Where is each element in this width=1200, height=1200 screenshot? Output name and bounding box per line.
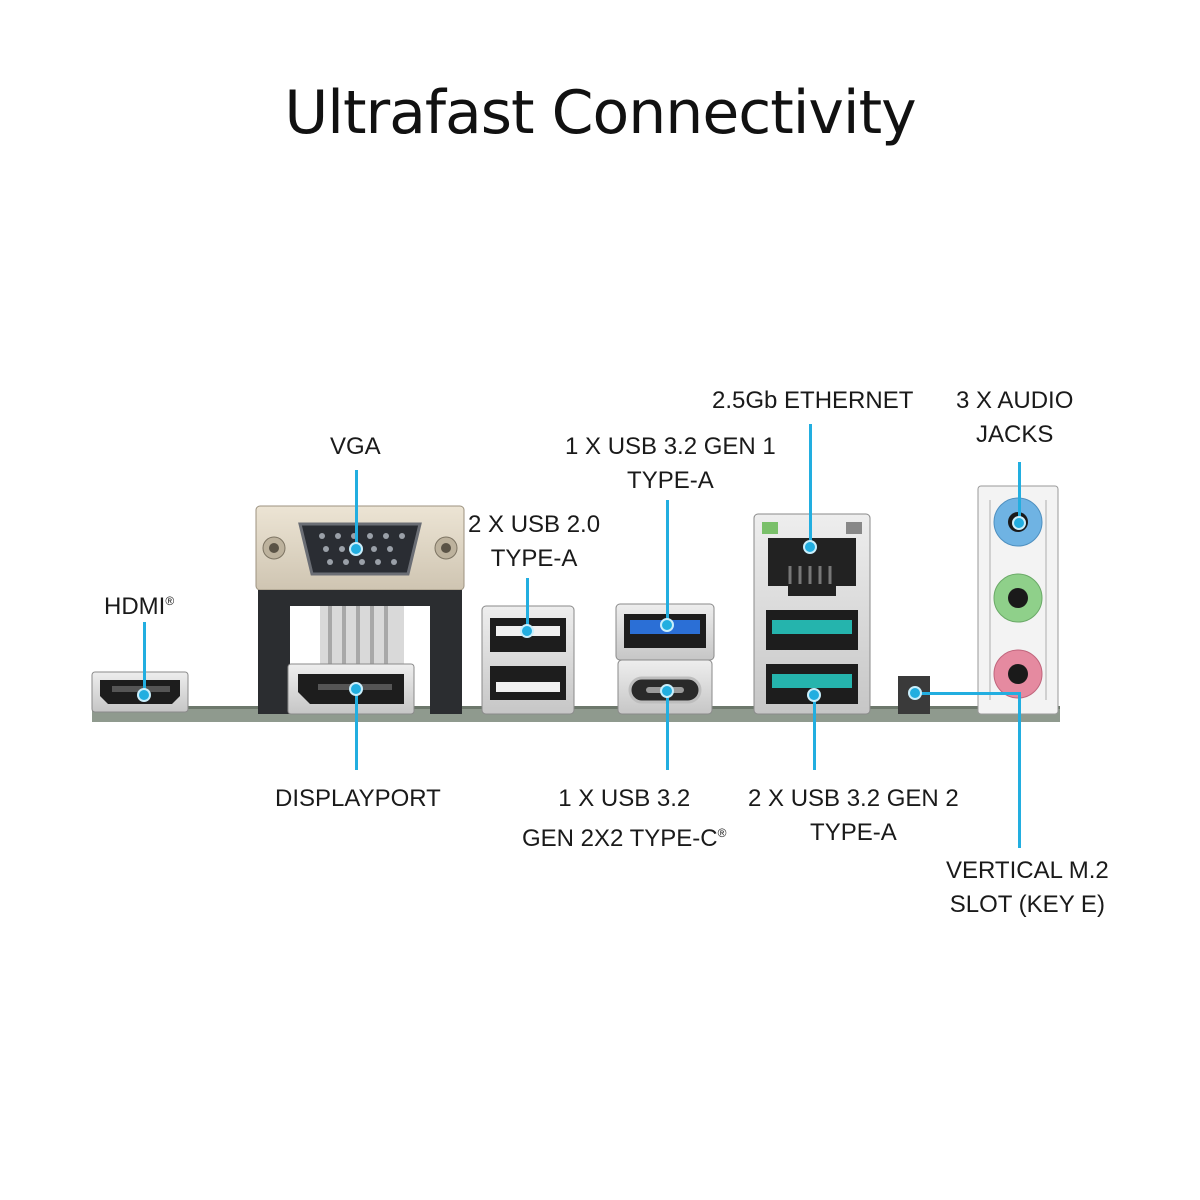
leader-hdmi-dot — [137, 688, 151, 702]
leader-hdmi — [143, 622, 146, 694]
label-audio: 3 X AUDIO JACKS — [956, 387, 1074, 448]
label-vga: VGA — [330, 433, 381, 460]
leader-audio-dot — [1012, 516, 1026, 530]
leader-m2-vertical — [1018, 692, 1021, 848]
leader-audio — [1018, 462, 1021, 522]
page-title: Ultrafast Connectivity — [284, 78, 916, 148]
leader-usb32-gen2-dot — [807, 688, 821, 702]
label-usb20: 2 X USB 2.0 TYPE-A — [468, 511, 601, 572]
leader-vga-dot — [349, 542, 363, 556]
leader-usb32-gen1-dot — [660, 618, 674, 632]
label-usb32-gen1: 1 X USB 3.2 GEN 1 TYPE-A — [565, 433, 776, 494]
leader-m2-dot — [908, 686, 922, 700]
label-m2: VERTICAL M.2 SLOT (KEY E) — [946, 857, 1109, 918]
leader-usb20 — [526, 578, 529, 630]
leader-usb20-dot — [520, 624, 534, 638]
leader-usb-c-dot — [660, 684, 674, 698]
leader-m2-horizontal — [914, 692, 1020, 695]
leader-displayport-dot — [349, 682, 363, 696]
leader-ethernet — [809, 424, 812, 546]
ethernet-usb-stack — [753, 513, 871, 715]
leader-vga — [355, 470, 358, 548]
label-usb-c: 1 X USB 3.2 GEN 2X2 TYPE-C® — [522, 785, 727, 852]
label-usb32-gen2: 2 X USB 3.2 GEN 2 TYPE-A — [748, 785, 959, 846]
label-hdmi: HDMI® — [104, 593, 175, 620]
leader-usb32-gen1 — [666, 500, 669, 624]
leader-displayport — [355, 688, 358, 770]
leader-ethernet-dot — [803, 540, 817, 554]
usb32-gen1-port — [615, 603, 715, 661]
leader-usb-c — [666, 690, 669, 770]
vga-bracket — [258, 590, 462, 714]
label-ethernet: 2.5Gb ETHERNET — [712, 387, 914, 414]
label-displayport: DISPLAYPORT — [275, 785, 441, 812]
leader-usb32-gen2 — [813, 694, 816, 770]
